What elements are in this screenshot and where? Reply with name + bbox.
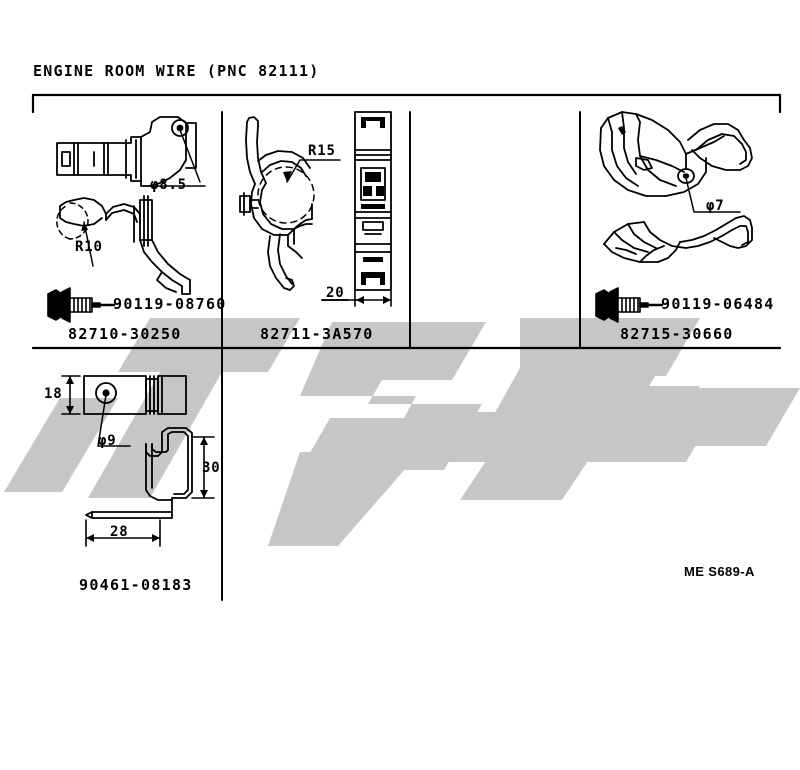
- part-number-82711-3A570: 82711-3A570: [260, 325, 374, 343]
- part-drawing-82715-30660: [599, 111, 753, 263]
- callout-diameter-9: φ9: [98, 433, 117, 449]
- callout-diameter-7: φ7: [706, 198, 725, 214]
- bolt-icon-90119-08760: [47, 287, 116, 323]
- part-number-82715-30660: 82715-30660: [620, 325, 734, 343]
- cell-dividers: [221, 111, 581, 601]
- diagram-title: ENGINE ROOM WIRE (PNC 82111): [33, 62, 320, 80]
- bolt-number-90119-06484: 90119-06484: [661, 295, 775, 313]
- callout-height-18: 18: [44, 386, 63, 402]
- callout-width-20: 20: [326, 285, 345, 301]
- callout-radius-10: R10: [75, 239, 103, 255]
- bolt-icon-90119-06484: [595, 287, 664, 323]
- frame-border: [31, 93, 782, 350]
- callout-diameter-8-5: φ8.5: [150, 177, 187, 193]
- part-drawing-82710-30250: [56, 116, 206, 295]
- part-drawing-82711-3A570: [239, 111, 392, 307]
- callout-width-28: 28: [110, 524, 129, 540]
- callout-height-30: 30: [202, 460, 221, 476]
- bolt-number-90119-08760: 90119-08760: [113, 295, 227, 313]
- part-number-90461-08183: 90461-08183: [79, 576, 193, 594]
- part-number-82710-30250: 82710-30250: [68, 325, 182, 343]
- drawing-reference-code: ME S689-A: [684, 564, 755, 579]
- part-drawing-90461-08183: [61, 375, 215, 547]
- callout-radius-15: R15: [308, 143, 336, 159]
